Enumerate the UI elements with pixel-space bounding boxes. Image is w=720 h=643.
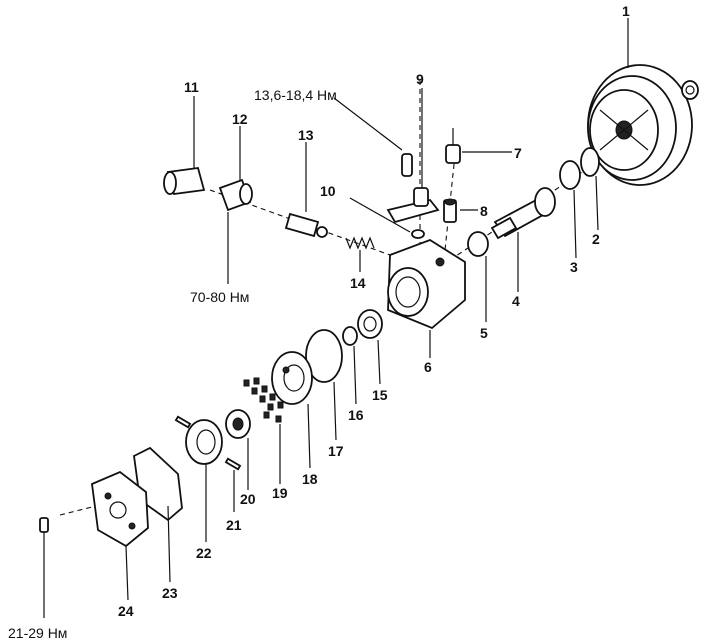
- callout-24: 24: [118, 603, 134, 619]
- callout-21: 21: [226, 517, 242, 533]
- seal-5: [467, 231, 489, 257]
- callout-3: 3: [570, 259, 578, 275]
- callout-6: 6: [424, 359, 432, 375]
- drive-shaft: [490, 187, 556, 240]
- pulley: [587, 64, 693, 186]
- fitting-12: [218, 178, 253, 212]
- callout-10: 10: [320, 183, 336, 199]
- torque-label-21-29: 21-29 Нм: [8, 625, 67, 641]
- valve-8: [443, 198, 457, 223]
- o-ring-17: [305, 329, 343, 383]
- torque-label-13-6: 13,6-18,4 Нм: [254, 87, 337, 103]
- callout-labels: 1 2 3 4 5 6 7 8 9 10 11 12 13 14 15 16 1…: [118, 3, 630, 619]
- vanes-19: [243, 377, 284, 423]
- callout-15: 15: [372, 387, 388, 403]
- rotor-20: [225, 409, 251, 439]
- leader-lines: [43, 18, 629, 618]
- torque-labels: 13,6-18,4 Нм 70-80 Нм 21-29 Нм: [8, 87, 337, 641]
- flow-valve-13: [284, 212, 328, 238]
- ring-2: [580, 147, 600, 177]
- callout-20: 20: [240, 491, 256, 507]
- callout-11: 11: [184, 79, 199, 95]
- callout-23: 23: [162, 585, 178, 601]
- bearing-15: [357, 309, 383, 339]
- pin-21: [224, 457, 242, 471]
- cover-bolt: [39, 517, 49, 540]
- callout-18: 18: [302, 471, 318, 487]
- pulley-nut: [681, 80, 699, 100]
- callout-22: 22: [196, 545, 212, 561]
- callout-17: 17: [328, 443, 344, 459]
- rear-cover-24: [91, 470, 149, 548]
- side-plate-18: [271, 351, 313, 405]
- callout-9: 9: [416, 71, 424, 87]
- callout-14: 14: [350, 275, 366, 291]
- callout-16: 16: [348, 407, 364, 423]
- callout-2: 2: [592, 231, 600, 247]
- callout-5: 5: [480, 325, 488, 341]
- callout-7: 7: [514, 145, 522, 161]
- callout-1: 1: [622, 3, 630, 19]
- ring-3: [559, 160, 581, 190]
- pump-housing: [387, 239, 466, 330]
- ring-16: [342, 326, 358, 346]
- callout-8: 8: [480, 203, 488, 219]
- fitting-7: [445, 128, 461, 164]
- union-bolt-11: [163, 167, 206, 195]
- callout-13: 13: [298, 127, 314, 143]
- spring-14: [345, 236, 375, 250]
- bracket-9: [386, 187, 440, 224]
- washer-10: [411, 229, 425, 239]
- torque-label-70-80: 70-80 Нм: [190, 289, 249, 305]
- callout-12: 12: [232, 111, 248, 127]
- callout-4: 4: [512, 293, 520, 309]
- pin-21b: [174, 415, 192, 429]
- bolt-9: [401, 153, 413, 177]
- cam-ring-22: [185, 419, 223, 465]
- callout-19: 19: [272, 485, 288, 501]
